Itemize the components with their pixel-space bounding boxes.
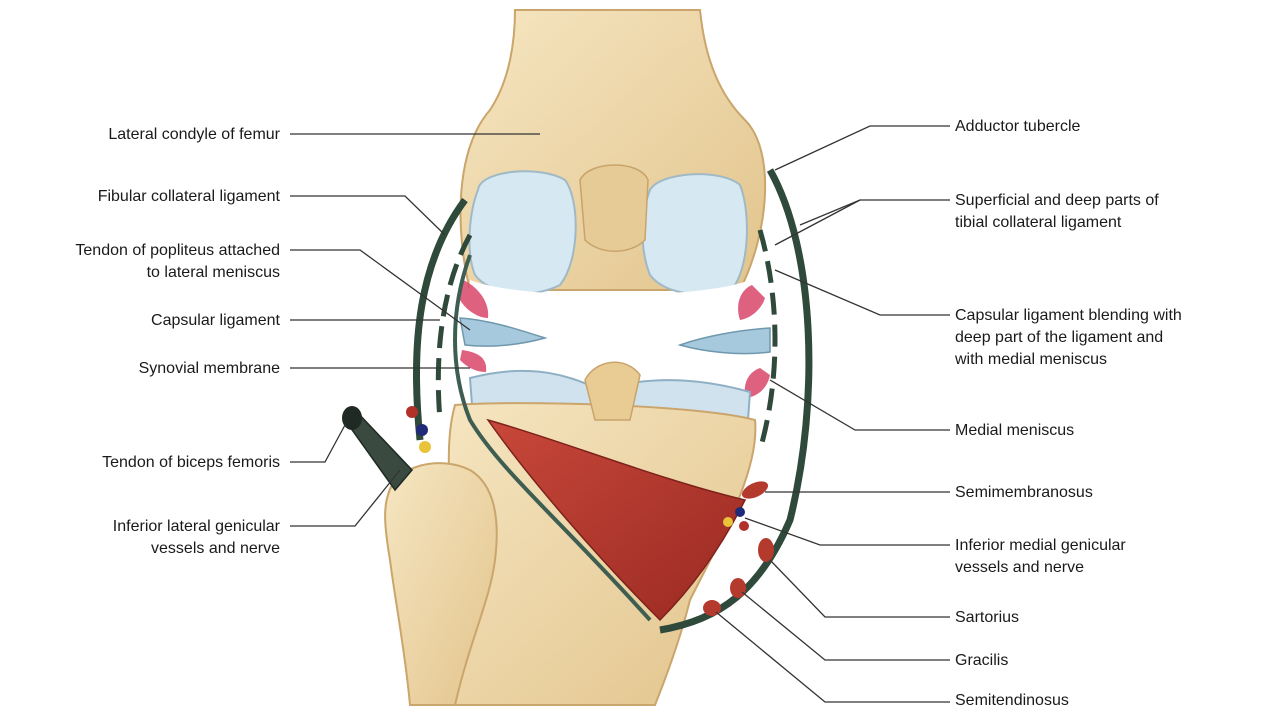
label-semitendinosus: Semitendinosus bbox=[955, 690, 1069, 712]
label-popliteus-tendon: Tendon of popliteus attached to lateral … bbox=[75, 240, 280, 284]
gracilis-tendon bbox=[730, 578, 746, 598]
tibial-eminence bbox=[585, 362, 640, 420]
label-lateral-condyle: Lateral condyle of femur bbox=[108, 124, 280, 146]
medial-genicular-vein bbox=[735, 507, 745, 517]
label-medial-meniscus: Medial meniscus bbox=[955, 420, 1074, 442]
medial-condyle-cartilage bbox=[643, 174, 747, 294]
lateral-condyle-cartilage bbox=[469, 171, 575, 293]
leader-adductor bbox=[775, 126, 950, 170]
leader-medial-meniscus bbox=[770, 380, 950, 430]
biceps-femoris-tendon-end bbox=[342, 406, 362, 430]
label-gracilis: Gracilis bbox=[955, 650, 1008, 672]
leader-sartorius bbox=[770, 560, 950, 617]
label-inferior-lateral-genicular: Inferior lateral genicular vessels and n… bbox=[113, 516, 280, 560]
leader-superficial-deep bbox=[800, 200, 950, 225]
lateral-genicular-vein bbox=[416, 424, 428, 436]
leader-biceps bbox=[290, 425, 345, 462]
label-inferior-medial-genicular: Inferior medial genicular vessels and ne… bbox=[955, 535, 1126, 579]
label-synovial-membrane: Synovial membrane bbox=[139, 358, 280, 380]
label-capsular-ligament-left: Capsular ligament bbox=[151, 310, 280, 332]
lateral-genicular-artery bbox=[406, 406, 418, 418]
lateral-genicular-nerve bbox=[419, 441, 431, 453]
label-biceps-femoris: Tendon of biceps femoris bbox=[102, 452, 280, 474]
label-sartorius: Sartorius bbox=[955, 607, 1019, 629]
label-semimembranosus: Semimembranosus bbox=[955, 482, 1093, 504]
medial-genicular-artery bbox=[739, 521, 749, 531]
leader-gracilis bbox=[742, 592, 950, 660]
leader-semitendinosus bbox=[716, 612, 950, 702]
intercondylar-notch bbox=[580, 165, 648, 251]
leader-medial-genicular bbox=[745, 518, 950, 545]
leader-lateral-genicular bbox=[290, 470, 400, 526]
leader-fibular-collateral bbox=[290, 196, 445, 235]
leader-popliteus bbox=[290, 250, 470, 330]
label-capsular-ligament-right: Capsular ligament blending with deep par… bbox=[955, 305, 1182, 371]
sartorius-tendon bbox=[758, 538, 774, 562]
label-fibular-collateral-ligament: Fibular collateral ligament bbox=[98, 186, 280, 208]
label-adductor-tubercle: Adductor tubercle bbox=[955, 116, 1080, 138]
medial-genicular-nerve bbox=[723, 517, 733, 527]
label-tibial-collateral-ligament: Superficial and deep parts of tibial col… bbox=[955, 190, 1159, 234]
